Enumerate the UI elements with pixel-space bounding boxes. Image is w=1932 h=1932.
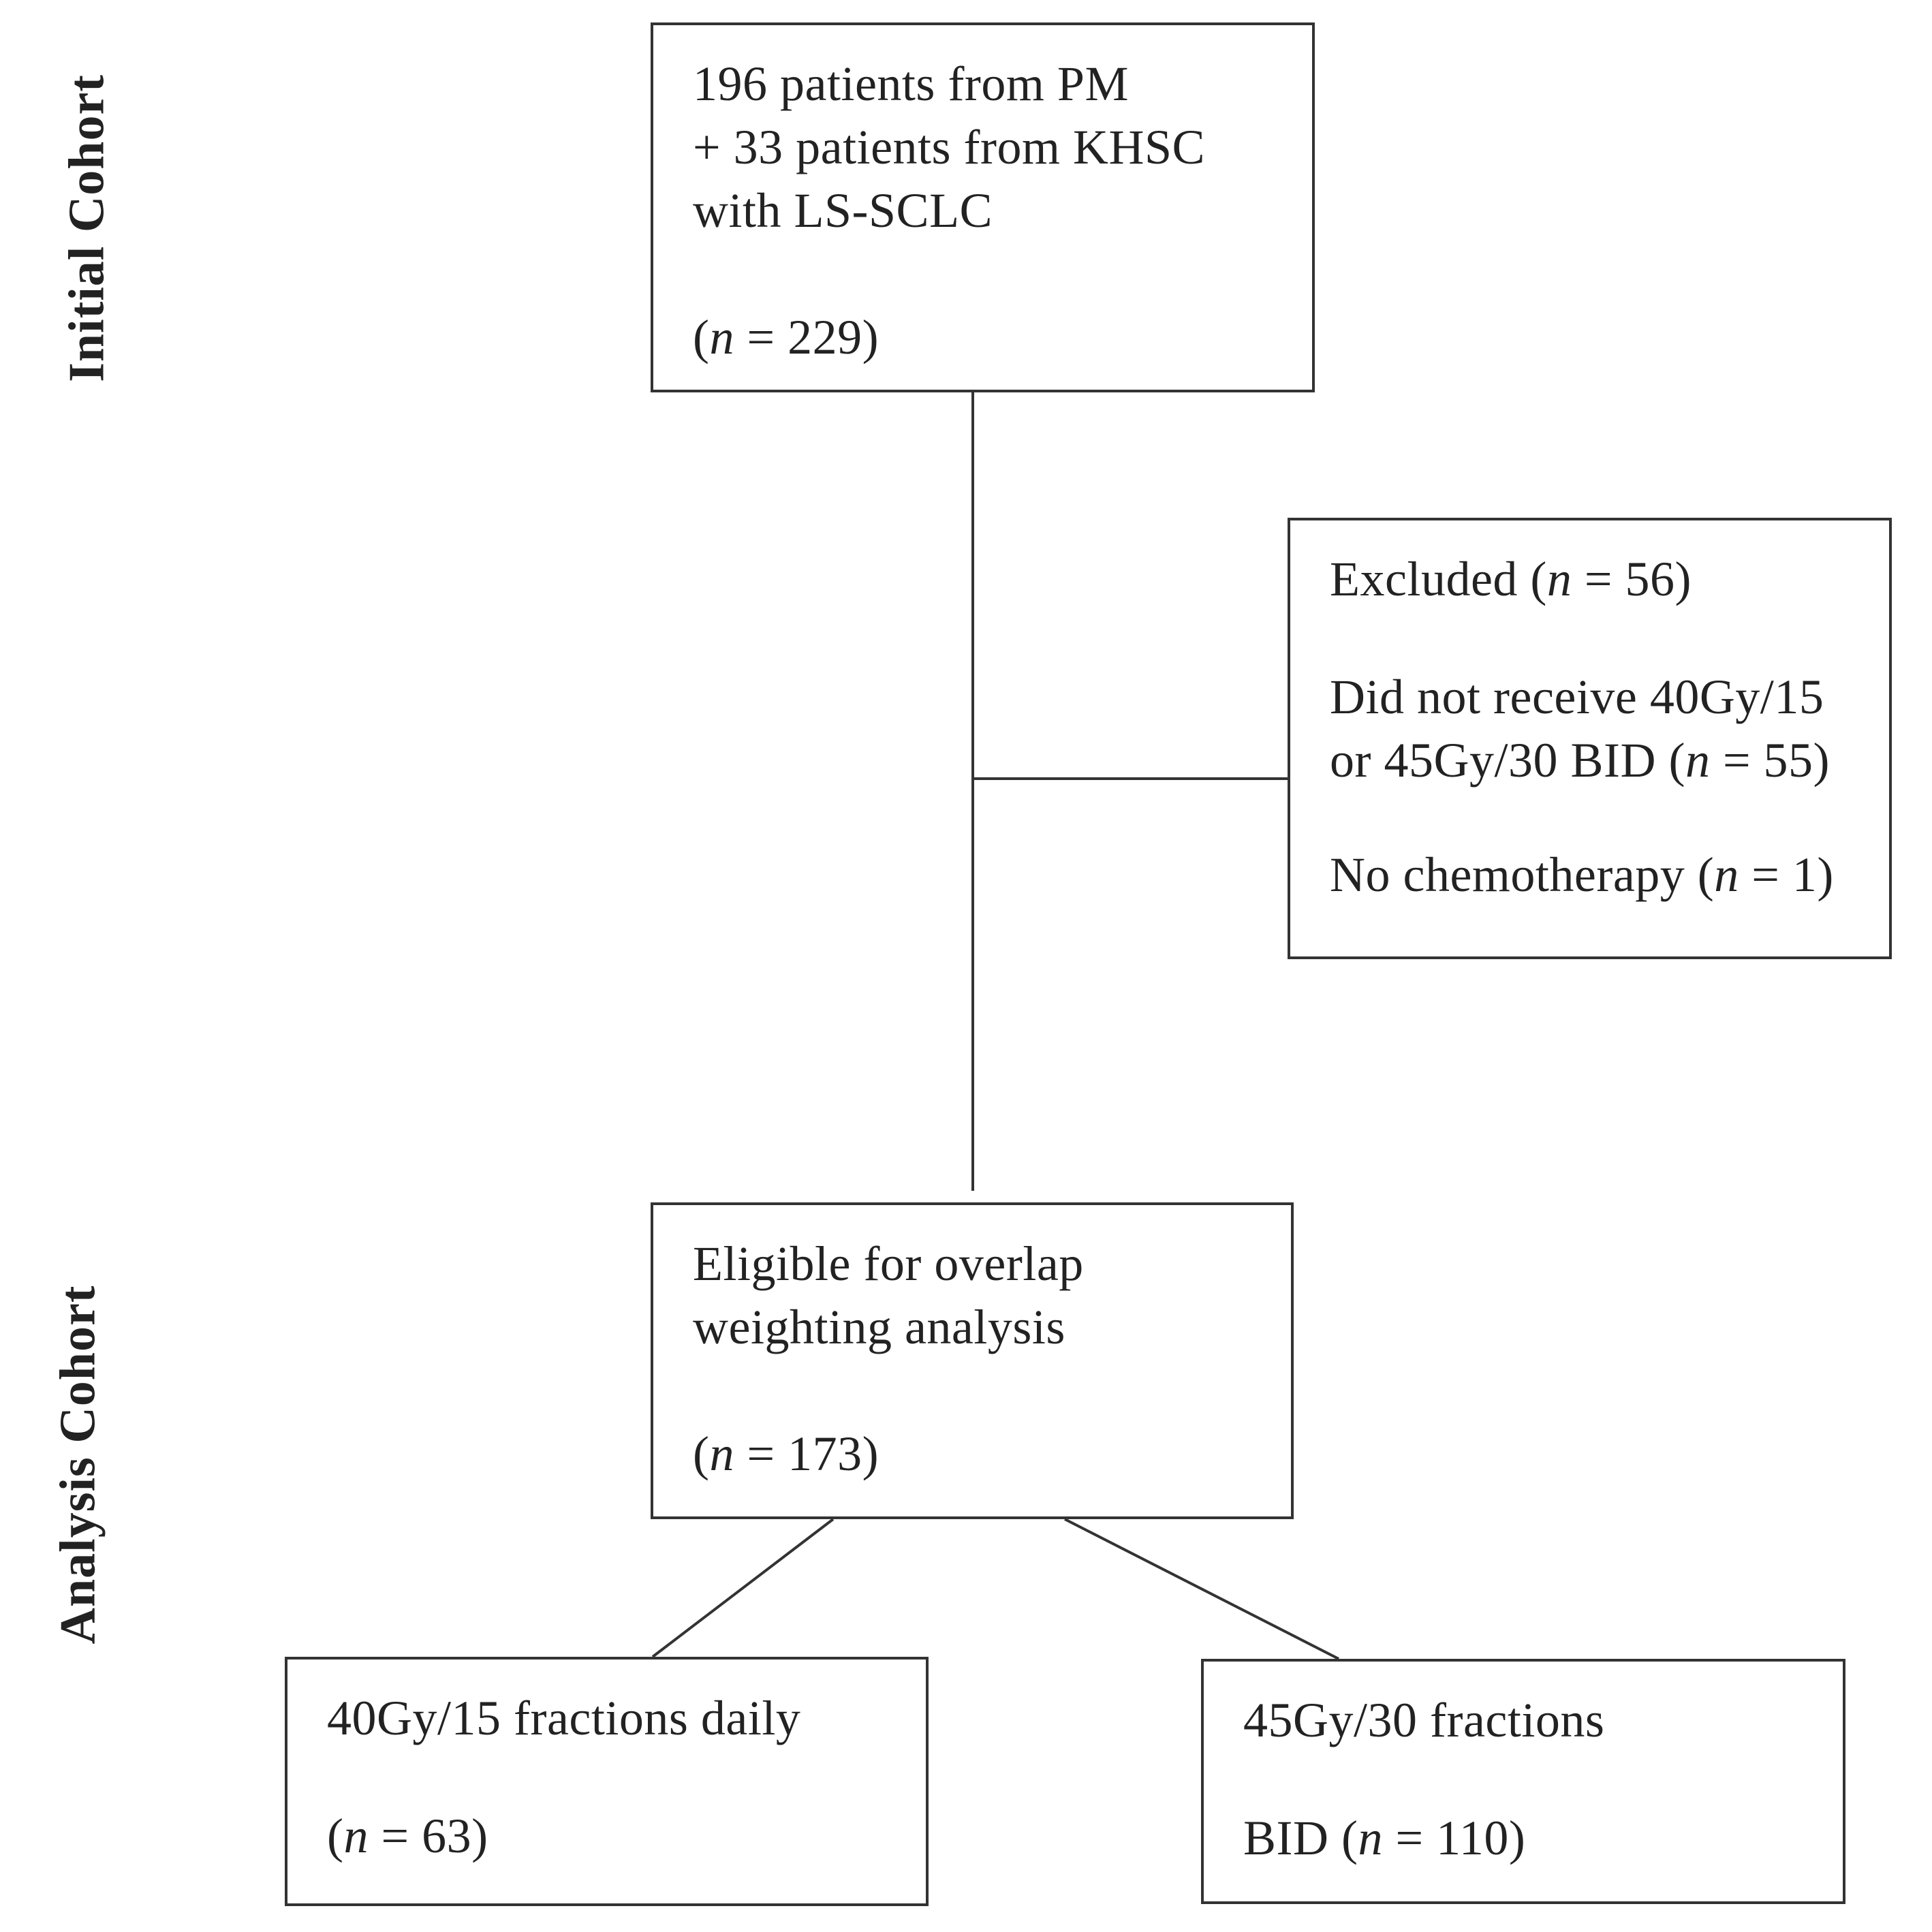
count-prefix: BID ( bbox=[1243, 1811, 1358, 1865]
excluded-title-variable: n bbox=[1546, 552, 1572, 606]
spacer bbox=[693, 243, 1312, 306]
connector-eligible-to-45gy bbox=[1064, 1518, 1339, 1660]
arm-40gy-count: (n = 63) bbox=[327, 1805, 926, 1868]
analysis-cohort-label: Analysis Cohort bbox=[50, 1285, 106, 1645]
excluded-box: Excluded (n = 56) Did not receive 40Gy/1… bbox=[1288, 518, 1892, 959]
initial-cohort-box: 196 patients from PM + 33 patients from … bbox=[651, 22, 1315, 392]
excluded-reason-2: No chemotherapy (n = 1) bbox=[1330, 843, 1889, 907]
reason-1-variable: n bbox=[1685, 733, 1711, 788]
spacer bbox=[327, 1750, 926, 1805]
arm-40gy-box: 40Gy/15 fractions daily (n = 63) bbox=[285, 1657, 929, 1906]
initial-line-2: + 33 patients from KHSC bbox=[693, 120, 1206, 174]
spacer bbox=[1330, 611, 1889, 666]
count-variable: n bbox=[709, 1427, 734, 1481]
excluded-title-suffix: = 56) bbox=[1572, 552, 1692, 606]
eligible-line-2: weighting analysis bbox=[693, 1300, 1065, 1354]
initial-line-3: with LS-SCLC bbox=[693, 183, 993, 238]
spacer bbox=[1243, 1752, 1843, 1807]
count-suffix: = 110) bbox=[1382, 1811, 1526, 1865]
count-variable: n bbox=[709, 310, 734, 364]
spacer bbox=[1330, 792, 1889, 843]
count-prefix: ( bbox=[693, 1427, 710, 1481]
count-variable: n bbox=[343, 1809, 369, 1863]
connector-eligible-to-40gy bbox=[651, 1518, 835, 1658]
spacer bbox=[693, 1359, 1291, 1422]
initial-line-1: 196 patients from PM bbox=[693, 57, 1129, 111]
count-suffix: = 63) bbox=[368, 1809, 488, 1863]
reason-1-suffix: = 55) bbox=[1710, 733, 1830, 788]
count-prefix: ( bbox=[327, 1809, 344, 1863]
excluded-reason-1-line-2: or 45Gy/30 BID (n = 55) bbox=[1330, 729, 1889, 792]
arm-45gy-count: BID (n = 110) bbox=[1243, 1807, 1843, 1870]
count-suffix: = 173) bbox=[734, 1427, 879, 1481]
eligible-count: (n = 173) bbox=[693, 1422, 1291, 1486]
count-suffix: = 229) bbox=[734, 310, 879, 364]
count-variable: n bbox=[1358, 1811, 1383, 1865]
arm-45gy-box: 45Gy/30 fractions BID (n = 110) bbox=[1201, 1659, 1845, 1904]
excluded-title: Excluded (n = 56) bbox=[1330, 548, 1889, 611]
eligible-box: Eligible for overlap weighting analysis … bbox=[651, 1202, 1294, 1519]
initial-count: (n = 229) bbox=[693, 306, 1312, 369]
eligible-line-1: Eligible for overlap bbox=[693, 1236, 1084, 1291]
excluded-title-prefix: Excluded ( bbox=[1330, 552, 1547, 606]
reason-2-variable: n bbox=[1714, 847, 1739, 902]
count-prefix: ( bbox=[693, 310, 710, 364]
arm-45gy-line-1: 45Gy/30 fractions bbox=[1243, 1693, 1605, 1747]
reason-1-prefix: or 45Gy/30 BID ( bbox=[1330, 733, 1685, 788]
excluded-reason-1-line-1: Did not receive 40Gy/15 bbox=[1330, 670, 1824, 724]
initial-cohort-label: Initial Cohort bbox=[59, 74, 115, 382]
reason-2-prefix: No chemotherapy ( bbox=[1330, 847, 1715, 902]
arm-40gy-line-1: 40Gy/15 fractions daily bbox=[327, 1691, 801, 1745]
reason-2-suffix: = 1) bbox=[1739, 847, 1834, 902]
